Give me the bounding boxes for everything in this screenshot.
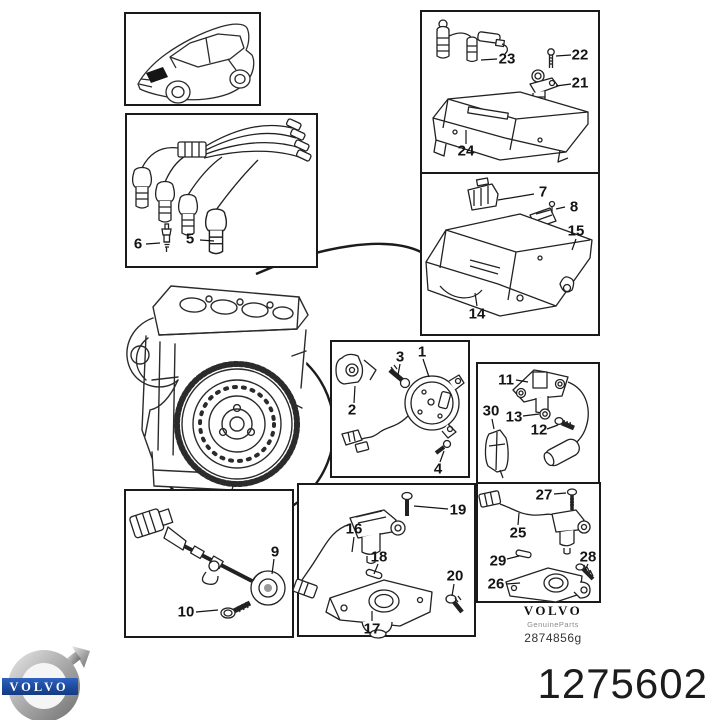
logo-banner: [2, 678, 78, 695]
callout-14: 14: [468, 305, 486, 323]
callout-12: 12: [530, 421, 548, 439]
callout-7: 7: [538, 183, 548, 201]
callout-20: 20: [446, 567, 464, 585]
callout-28: 28: [579, 548, 597, 566]
callout-11: 11: [498, 371, 514, 389]
callout-4: 4: [433, 460, 443, 478]
camshaft-sensor-drawing: [292, 491, 464, 639]
callout-21: 21: [571, 74, 589, 92]
callout-23: 23: [498, 50, 516, 68]
leader-lines: [145, 54, 589, 621]
brand-block: VOLVO GenuineParts 2874856g: [505, 603, 601, 645]
callout-19: 19: [449, 501, 467, 519]
ignition-wires-drawing: [131, 118, 312, 255]
sensor-bracket-drawing: [484, 369, 589, 479]
knock-sensor-drawing: [129, 508, 286, 619]
callout-13: 13: [505, 408, 523, 426]
callout-30: 30: [482, 402, 500, 420]
callout-18: 18: [370, 548, 388, 566]
callout-17: 17: [363, 620, 381, 638]
callout-9: 9: [270, 543, 280, 561]
engine-cover-drawing: [425, 177, 593, 317]
crankshaft-sensor-drawing: [478, 488, 595, 603]
genuine-parts-label: GenuineParts: [527, 620, 579, 629]
callout-27: 27: [535, 486, 553, 504]
engine-illustration: [126, 282, 312, 491]
car-drawing: [137, 23, 255, 104]
callout-1: 1: [417, 343, 427, 361]
logo-wordmark: VOLVO: [9, 680, 68, 694]
drawing-reference: 2874856g: [524, 631, 582, 645]
sensor-assembly-drawing: [335, 353, 465, 455]
callout-25: 25: [509, 524, 527, 542]
callout-29: 29: [489, 552, 507, 570]
callout-6: 6: [133, 235, 143, 253]
spark-plug-drawing: [161, 223, 172, 252]
callout-5: 5: [185, 230, 195, 248]
callout-15: 15: [567, 222, 585, 240]
callout-24: 24: [457, 142, 475, 160]
brand-wordmark: VOLVO: [523, 603, 583, 618]
callout-8: 8: [569, 198, 579, 216]
volvo-logo: VOLVO: [2, 646, 90, 720]
callout-10: 10: [177, 603, 195, 621]
callout-16: 16: [345, 520, 363, 538]
callout-3: 3: [395, 348, 405, 366]
callout-2: 2: [347, 401, 357, 419]
callout-26: 26: [487, 575, 505, 593]
part-number: 1275602: [537, 660, 708, 707]
callout-22: 22: [571, 46, 589, 64]
